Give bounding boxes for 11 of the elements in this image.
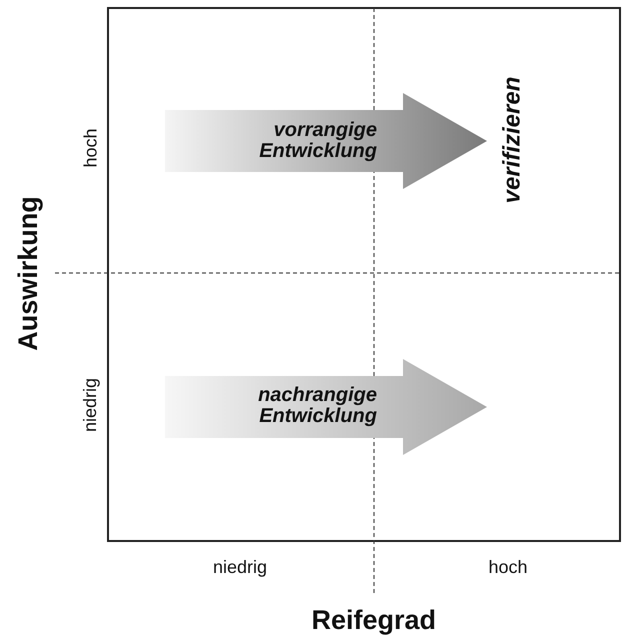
axis-title: Reifegrad [312, 606, 436, 634]
quadrant-label: verifizieren [500, 76, 524, 204]
block-arrow [165, 93, 487, 189]
block-arrow [165, 359, 487, 455]
axis-tick-label: niedrig [213, 558, 268, 576]
arrow-label: nachrangige Entwicklung [257, 385, 377, 427]
axis-tick-label: hoch [81, 128, 100, 168]
arrow-label: vorrangige Entwicklung [258, 120, 377, 162]
axis-tick-label: hoch [488, 558, 528, 576]
axis-tick-label: niedrig [81, 378, 100, 432]
axis-title: Auswirkung [14, 196, 42, 350]
